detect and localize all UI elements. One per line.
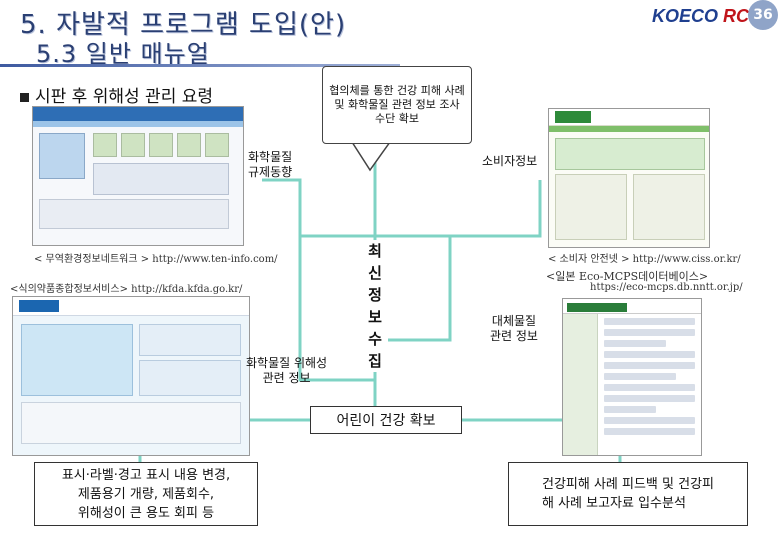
connector-right-mid [375,236,452,342]
page-subtitle: 5.3 일반 매뉴얼 [36,40,210,68]
connector-left-mid [298,236,375,382]
ciss-caption: < 소비자 안전넷 > http://www.ciss.or.kr/ [548,254,741,265]
kfda-caption: <식의약품종합정보서비스> http://kfda.kfda.go.kr/ [10,284,243,295]
vertical-char-5: 수 [368,330,382,348]
koeco-logo: KOECO RC [652,6,749,27]
eco-caption-url: https://eco-mcps.db.nntt.or.jp/ [590,282,743,293]
eco-caption-title: <일본 Eco-MCPS데이터베이스> [546,270,709,283]
ciss-website-screenshot [548,108,710,248]
connector-left-top [262,178,375,238]
consumer-label: 소비자정보 [482,154,538,168]
ten-website-screenshot [32,106,244,246]
bottom-left-box: 표시·라벨·경고 표시 내용 변경, 제품용기 개량, 제품회수, 위해성이 큰… [34,462,258,526]
child-health-box: 어린이 건강 확보 [310,406,462,434]
logo-rc-text: RC [723,6,750,26]
speech-bubble-text: 협의체를 통한 건강 피해 사례 및 화학물질 관련 정보 조사 수단 확보 [322,66,472,144]
regulation-label-text: 화학물질 규제동향 [248,150,293,179]
eco-mcps-screenshot [562,298,702,456]
latest-info-vertical: 최 신 정 보 수 집 [362,240,388,372]
speech-bubble: 협의체를 통한 건강 피해 사례 및 화학물질 관련 정보 조사 수단 확보 [322,66,474,176]
kfda-website-screenshot [12,296,250,456]
page-title: 5. 자발적 프로그램 도입(안) [20,10,347,40]
page-number-badge: 36 [748,0,778,30]
vertical-char-3: 정 [368,286,382,304]
hazard-label: 화학물질 위해성 관련 정보 [246,356,327,386]
substitute-label: 대체물질 관련 정보 [490,314,538,344]
vertical-char-6: 집 [368,352,382,370]
regulation-label: 화학물질 규제동향 [248,150,292,180]
section-heading-text: 시판 후 위해성 관리 요령 [35,87,214,107]
title-underline [0,64,400,67]
hazard-label-text: 화학물질 위해성 관련 정보 [246,356,328,385]
bottom-right-text: 건강피해 사례 피드백 및 건강피 해 사례 보고자료 입수분석 [541,477,714,511]
vertical-char-1: 최 [368,242,382,260]
bullet-square-icon [20,92,29,102]
vertical-char-2: 신 [368,264,382,282]
logo-main-text: KOECO [652,6,719,26]
bottom-right-box: 건강피해 사례 피드백 및 건강피 해 사례 보고자료 입수분석 [508,462,748,526]
connector-right-top [375,180,542,238]
section-heading: 시판 후 위해성 관리 요령 [20,82,213,107]
ten-caption: < 무역환경정보네트워크 > http://www.ten-info.com/ [34,254,278,265]
vertical-char-4: 보 [368,308,382,326]
bottom-left-text: 표시·라벨·경고 표시 내용 변경, 제품용기 개량, 제품회수, 위해성이 큰… [61,467,231,521]
substitute-label-text: 대체물질 관련 정보 [490,314,538,343]
